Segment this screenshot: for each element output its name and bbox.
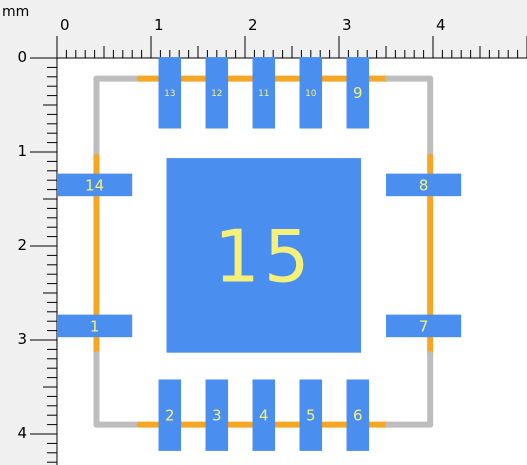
pad-label: 10 bbox=[305, 89, 317, 99]
pad-8[interactable] bbox=[386, 173, 462, 197]
pad-label: 3 bbox=[212, 407, 222, 425]
pad-label: 9 bbox=[353, 84, 363, 102]
pad-label: 8 bbox=[419, 176, 429, 194]
top-ruler-label: 3 bbox=[342, 16, 352, 34]
center-pad-label: 15 bbox=[214, 214, 314, 298]
pad-label: 4 bbox=[259, 407, 269, 425]
left-ruler-label: 4 bbox=[17, 424, 27, 442]
pad-4[interactable] bbox=[252, 379, 276, 451]
pad-label: 2 bbox=[165, 407, 175, 425]
pad-14[interactable] bbox=[57, 173, 133, 197]
pad-1[interactable] bbox=[57, 314, 133, 338]
pad-11[interactable] bbox=[252, 57, 276, 129]
pad-label: 13 bbox=[164, 89, 175, 99]
pad-10[interactable] bbox=[299, 57, 323, 129]
left-ruler-label: 2 bbox=[17, 236, 27, 254]
pad-label: 5 bbox=[306, 407, 316, 425]
pad-label: 6 bbox=[353, 407, 363, 425]
unit-label: mm bbox=[2, 4, 29, 20]
top-ruler-label: 2 bbox=[248, 16, 258, 34]
pad-2[interactable] bbox=[158, 379, 182, 451]
pad-label: 11 bbox=[258, 89, 269, 99]
top-ruler-label: 4 bbox=[436, 16, 446, 34]
pad-7[interactable] bbox=[386, 314, 462, 338]
pad-label: 14 bbox=[85, 176, 104, 194]
left-ruler-label: 0 bbox=[17, 48, 27, 66]
pad-label: 1 bbox=[90, 317, 100, 335]
pad-15[interactable] bbox=[166, 158, 362, 353]
pad-13[interactable] bbox=[158, 57, 182, 129]
pad-5[interactable] bbox=[299, 379, 323, 451]
pad-label: 12 bbox=[211, 89, 222, 99]
left-ruler-label: 1 bbox=[17, 142, 27, 160]
top-ruler-label: 1 bbox=[154, 16, 164, 34]
pad-6[interactable] bbox=[346, 379, 370, 451]
pad-3[interactable] bbox=[205, 379, 229, 451]
top-ruler-label: 0 bbox=[60, 16, 70, 34]
left-ruler[interactable]: 0 1 2 3 4 bbox=[17, 48, 58, 465]
pad-9[interactable] bbox=[346, 57, 370, 129]
pad-12[interactable] bbox=[205, 57, 229, 129]
pad-label: 7 bbox=[419, 317, 429, 335]
left-ruler-label: 3 bbox=[17, 330, 27, 348]
top-ruler[interactable]: 012345 bbox=[49, 16, 527, 59]
